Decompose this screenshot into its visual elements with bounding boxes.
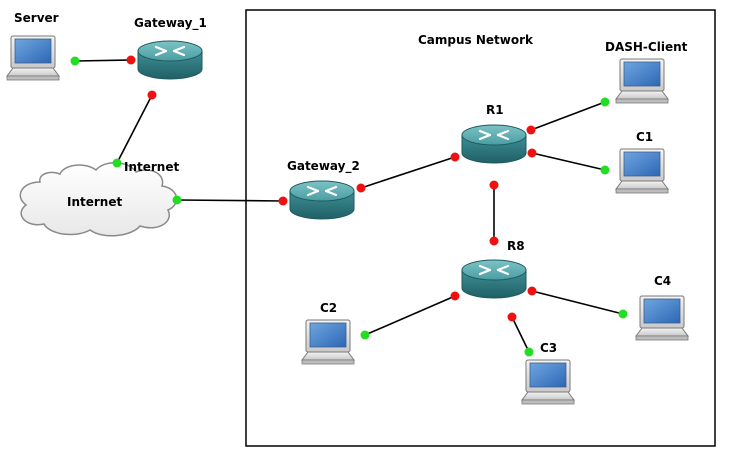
internet-cloud[interactable] — [19, 162, 178, 237]
link-status-layer — [70, 55, 628, 357]
c1-computer-icon[interactable] — [615, 148, 669, 194]
link-status-dot-down — [489, 180, 499, 190]
internet-port-label: Internet — [124, 160, 180, 174]
link-status-dot-down — [527, 148, 537, 158]
link-status-dot-up — [112, 158, 122, 168]
r1-router[interactable] — [461, 124, 527, 164]
gateway-2-label: Gateway_2 — [287, 159, 360, 173]
link-status-dot-down — [278, 196, 288, 206]
link-r8-c2[interactable] — [364, 295, 456, 336]
gateway-1-label: Gateway_1 — [134, 16, 207, 30]
link-status-dot-down — [356, 183, 366, 193]
link-status-dot-down — [526, 125, 536, 135]
r8-router[interactable] — [461, 259, 527, 299]
c3-computer-icon[interactable] — [521, 359, 575, 405]
campus-network-title: Campus Network — [418, 33, 534, 47]
link-status-dot-down — [489, 236, 499, 246]
campus-network-boundary — [245, 9, 716, 447]
r8-label: R8 — [507, 239, 525, 253]
link-r8-c4[interactable] — [531, 290, 624, 315]
c4-computer-icon[interactable] — [635, 295, 689, 341]
c2-label: C2 — [320, 301, 338, 315]
link-status-dot-down — [507, 312, 517, 322]
link-gateway_2-r1[interactable] — [360, 156, 456, 189]
link-status-dot-up — [618, 309, 628, 319]
link-status-dot-up — [360, 330, 370, 340]
routers-layer — [137, 40, 527, 299]
c3-label: C3 — [540, 341, 558, 355]
link-r1-c1[interactable] — [531, 152, 606, 171]
link-internet_cloud-gateway_2[interactable] — [176, 199, 284, 202]
link-gateway_1-internet_cloud[interactable] — [116, 94, 153, 164]
link-status-dot-up — [70, 56, 80, 66]
server-computer-icon[interactable] — [6, 35, 60, 81]
c4-label: C4 — [654, 274, 672, 288]
link-status-dot-down — [126, 55, 136, 65]
dash-client-label: DASH-Client — [605, 40, 688, 54]
link-status-dot-down — [450, 152, 460, 162]
link-status-dot-up — [600, 97, 610, 107]
link-status-dot-down — [450, 291, 460, 301]
links-layer — [74, 59, 624, 353]
server-label: Server — [14, 11, 59, 25]
link-r1-dash_client[interactable] — [530, 101, 606, 131]
link-r8-c3[interactable] — [511, 316, 530, 353]
dash-client-computer-icon[interactable] — [615, 58, 669, 104]
pcs-layer — [6, 35, 689, 405]
internet-cloud-label: Internet — [67, 195, 123, 209]
gateway-2-router[interactable] — [289, 180, 355, 220]
link-status-dot-up — [600, 165, 610, 175]
link-status-dot-down — [147, 90, 157, 100]
r1-label: R1 — [486, 103, 504, 117]
gateway-1-router[interactable] — [137, 40, 203, 80]
c2-computer-icon[interactable] — [301, 319, 355, 365]
link-server-gateway_1[interactable] — [74, 59, 132, 62]
link-status-dot-up — [172, 195, 182, 205]
c1-label: C1 — [636, 130, 654, 144]
link-status-dot-down — [527, 286, 537, 296]
link-status-dot-up — [524, 347, 534, 357]
